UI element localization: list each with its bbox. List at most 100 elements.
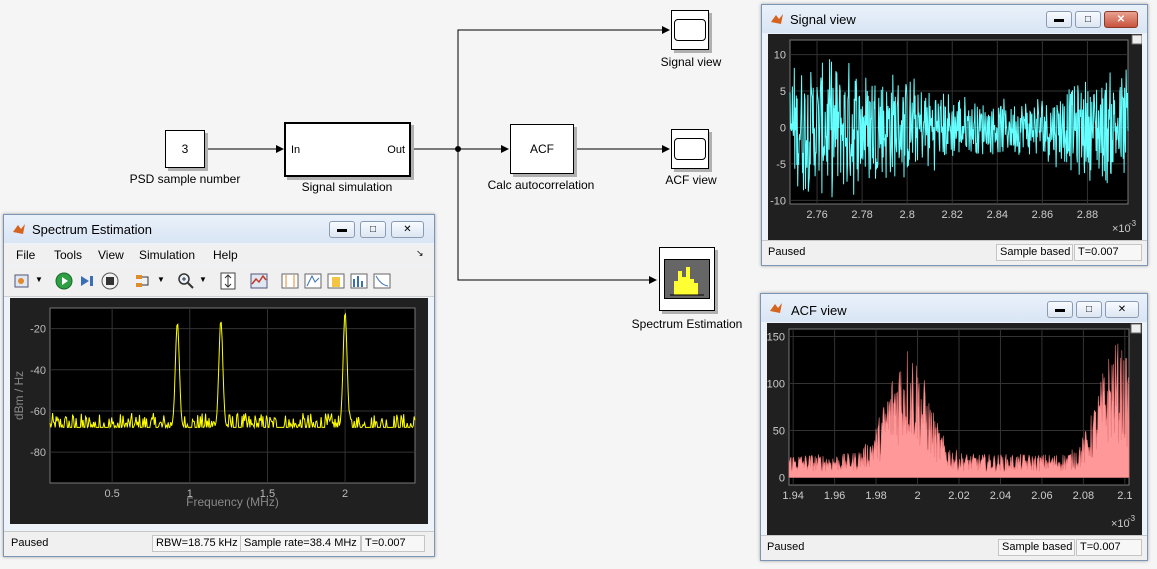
chevron-down-icon[interactable]: ▼ bbox=[35, 275, 43, 284]
menu-item[interactable]: View bbox=[98, 248, 124, 262]
close-button[interactable]: ✕ bbox=[1104, 11, 1138, 28]
x-tick-label: 2.86 bbox=[1032, 209, 1053, 221]
constant-block[interactable]: 3 bbox=[165, 130, 205, 168]
title-bar[interactable]: Signal view ▬ □ ✕ bbox=[762, 5, 1147, 33]
acf-block-label: Calc autocorrelation bbox=[487, 178, 595, 192]
spectrum-settings-icon[interactable] bbox=[249, 271, 269, 291]
x-tick-label: 1.96 bbox=[824, 490, 845, 502]
spectrum-analyzer-icon bbox=[664, 259, 710, 299]
y-tick-label: -80 bbox=[30, 447, 46, 459]
ccdf-measurement-icon[interactable] bbox=[372, 271, 392, 291]
x-exponent-power: -3 bbox=[1128, 514, 1136, 523]
menu-item[interactable]: Simulation bbox=[139, 248, 196, 262]
plot-menu-arrow-icon bbox=[1130, 323, 1142, 334]
settings-icon[interactable] bbox=[12, 271, 32, 291]
minimize-button[interactable]: ▬ bbox=[1047, 301, 1073, 318]
y-tick-label: -20 bbox=[30, 324, 46, 336]
title-bar[interactable]: ACF view ▬ □ ✕ bbox=[761, 294, 1147, 322]
stop-icon[interactable] bbox=[100, 271, 120, 291]
status-bar: Paused Sample based T=0.007 bbox=[761, 535, 1147, 560]
acf-view-scope-block[interactable] bbox=[671, 129, 709, 169]
scale-axes-icon[interactable] bbox=[218, 271, 238, 291]
menu-item[interactable]: Tools bbox=[54, 248, 83, 262]
plot-area bbox=[49, 307, 416, 484]
run-icon[interactable] bbox=[54, 271, 74, 291]
distortion-measurement-icon[interactable] bbox=[349, 271, 369, 291]
out-port-label: Out bbox=[387, 144, 405, 156]
spectrum-estimation-block[interactable] bbox=[659, 247, 715, 311]
x-tick-label: 2.06 bbox=[1031, 490, 1052, 502]
minimize-button[interactable]: ▬ bbox=[1046, 11, 1072, 28]
branch-point bbox=[455, 146, 461, 152]
spectrum-estimation-window[interactable]: Spectrum Estimation ▬ □ ✕ File Tools Vie… bbox=[3, 214, 435, 557]
acf-block-text: ACF bbox=[530, 142, 554, 156]
time-readout: T=0.007 bbox=[1076, 539, 1142, 556]
sample-mode-readout: Sample based bbox=[998, 539, 1075, 556]
peak-finder-icon[interactable] bbox=[303, 271, 323, 291]
x-tick-label: 2.02 bbox=[948, 490, 969, 502]
acf-block[interactable]: ACF bbox=[510, 124, 574, 174]
x-tick-label: 2 bbox=[342, 488, 348, 500]
chevron-down-icon[interactable]: ▼ bbox=[157, 275, 165, 284]
x-exponent-label: ×10 bbox=[1111, 518, 1130, 530]
y-tick-label: 0 bbox=[779, 472, 785, 484]
window-title: ACF view bbox=[791, 303, 847, 318]
x-tick-label: 0.5 bbox=[104, 488, 119, 500]
channel-measurement-icon[interactable] bbox=[326, 271, 346, 291]
time-readout: T=0.007 bbox=[361, 535, 425, 552]
close-button[interactable]: ✕ bbox=[1105, 301, 1139, 318]
y-axis-label: dBm / Hz bbox=[12, 371, 26, 420]
status-bar: Paused Sample based T=0.007 bbox=[762, 240, 1147, 265]
x-exponent-label: ×10 bbox=[1112, 223, 1131, 235]
y-tick-label: 100 bbox=[767, 379, 785, 391]
chevron-down-icon[interactable]: ▼ bbox=[199, 275, 207, 284]
y-tick-label: -60 bbox=[30, 406, 46, 418]
spectrum-estimation-block-label: Spectrum Estimation bbox=[631, 317, 743, 331]
menu-item[interactable]: File bbox=[16, 248, 36, 262]
maximize-button[interactable]: □ bbox=[1075, 11, 1101, 28]
signal-line-signal-view[interactable] bbox=[457, 26, 670, 149]
menu-item[interactable]: Help bbox=[213, 248, 238, 262]
y-tick-label: 10 bbox=[774, 50, 786, 62]
step-forward-icon[interactable] bbox=[77, 271, 97, 291]
scope-icon bbox=[674, 138, 706, 160]
cursor-measurement-icon[interactable] bbox=[280, 271, 300, 291]
y-tick-label: 150 bbox=[767, 332, 785, 344]
minimize-button[interactable]: ▬ bbox=[329, 221, 355, 238]
window-title: Signal view bbox=[790, 12, 856, 27]
x-tick-label: 2.88 bbox=[1077, 209, 1098, 221]
zoom-icon[interactable] bbox=[176, 271, 196, 291]
status-bar: Paused RBW=18.75 kHz Sample rate=38.4 MH… bbox=[4, 531, 434, 556]
signal-selector-icon[interactable] bbox=[134, 271, 154, 291]
y-tick-label: 0 bbox=[780, 122, 786, 134]
signal-simulation-subsystem[interactable]: In Out bbox=[284, 122, 411, 177]
close-button[interactable]: ✕ bbox=[391, 221, 424, 238]
sample-mode-readout: Sample based bbox=[996, 244, 1073, 261]
signal-view-scope-block[interactable] bbox=[671, 10, 709, 50]
spectrum-trace bbox=[49, 312, 416, 430]
maximize-button[interactable]: □ bbox=[1076, 301, 1102, 318]
matlab-icon bbox=[770, 303, 782, 313]
status-state: Paused bbox=[11, 537, 49, 549]
in-port-label: In bbox=[291, 144, 301, 156]
signal-line-spectrum[interactable] bbox=[457, 149, 657, 284]
title-bar[interactable]: Spectrum Estimation ▬ □ ✕ bbox=[4, 215, 434, 243]
y-tick-label: -40 bbox=[30, 365, 46, 377]
x-tick-label: 1.98 bbox=[865, 490, 886, 502]
dock-arrow-icon[interactable]: ↘ bbox=[416, 248, 424, 258]
constant-value: 3 bbox=[181, 142, 189, 156]
maximize-button[interactable]: □ bbox=[360, 221, 386, 238]
x-tick-label: 2.08 bbox=[1073, 490, 1094, 502]
y-tick-label: 50 bbox=[773, 425, 785, 437]
x-tick-label: 1 bbox=[187, 488, 193, 500]
signal-view-block-label: Signal view bbox=[660, 55, 722, 69]
x-tick-label: 2.8 bbox=[900, 209, 915, 221]
x-tick-label: 2.76 bbox=[806, 209, 827, 221]
y-tick-label: -10 bbox=[770, 195, 786, 207]
